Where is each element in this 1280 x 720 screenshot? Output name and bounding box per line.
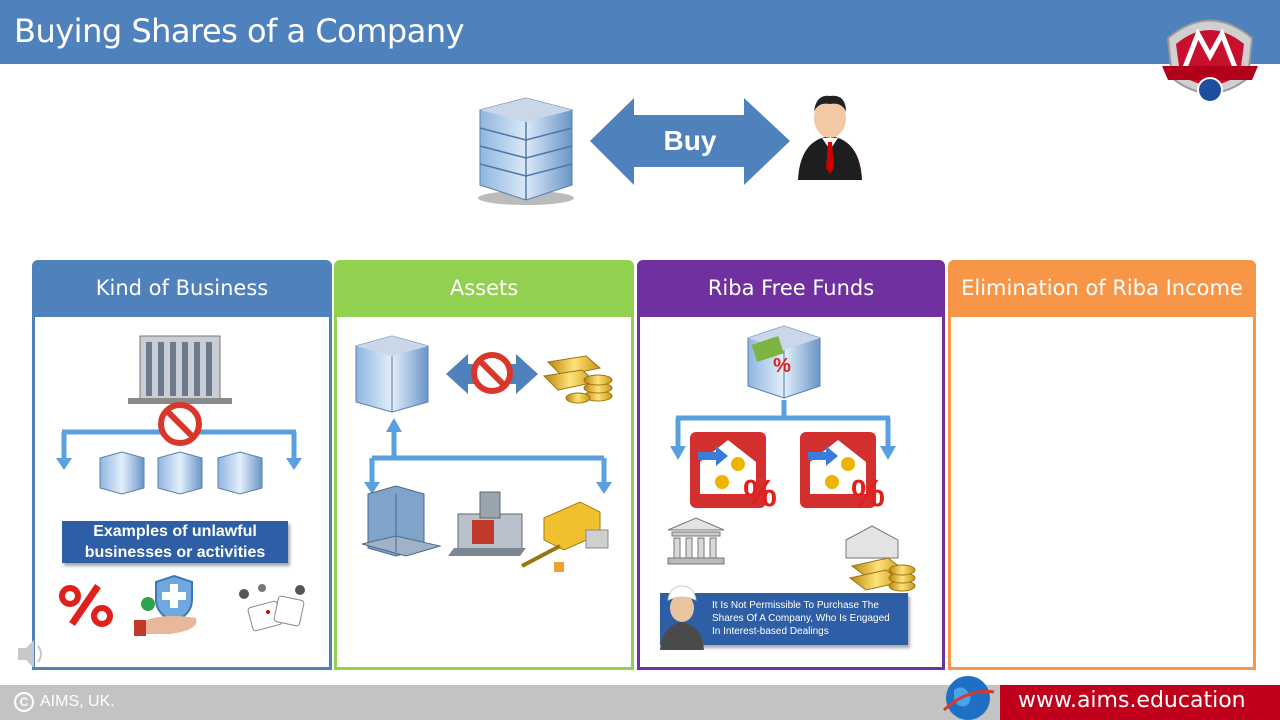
- office-tower-icon: [128, 335, 232, 404]
- copyright-icon: C: [14, 692, 34, 712]
- gold-coins-icon: [542, 355, 613, 404]
- buy-label: Buy: [664, 125, 717, 156]
- speaker-icon[interactable]: [18, 640, 42, 668]
- copyright-text: AIMS, UK.: [40, 693, 115, 710]
- panel-title: Assets: [449, 276, 519, 300]
- branch-arrows: [675, 400, 891, 448]
- office-tower-icon: [361, 485, 442, 557]
- panel-header: Elimination of Riba Income: [948, 260, 1256, 316]
- panel-elimination-of-riba-income: Elimination of Riba Income: [948, 260, 1256, 670]
- permissibility-note: It Is Not Permissible To Purchase The Sh…: [660, 593, 908, 645]
- panel-title: Riba Free Funds: [707, 276, 875, 300]
- website-link[interactable]: www.aims.education: [1018, 688, 1246, 713]
- note-text: It Is Not Permissible To Purchase The Sh…: [712, 600, 890, 637]
- businessman-icon: [798, 95, 862, 180]
- aims-logo: [1162, 19, 1258, 103]
- office-building-icon: [478, 97, 574, 205]
- buy-arrow: Buy: [590, 98, 790, 185]
- svg-text:%: %: [743, 473, 777, 515]
- banner-text: Examples of unlawful businesses or activ…: [84, 523, 266, 561]
- copyright: C AIMS, UK.: [14, 692, 115, 712]
- insurance-shield-icon: [134, 574, 197, 636]
- globe-icon: [942, 676, 995, 720]
- branch-arrows: [369, 430, 607, 484]
- bank-gold-icon: [845, 525, 916, 592]
- office-building-icon: %: [747, 325, 821, 399]
- warehouse-icon: [521, 501, 609, 572]
- panel-title: Kind of Business: [95, 276, 269, 300]
- scholar-icon: [660, 585, 704, 650]
- percent-icon: [59, 584, 113, 627]
- prohibited-sign-icon: [158, 402, 202, 446]
- title-bar: Buying Shares of a Company: [0, 0, 1280, 64]
- office-building-icon: [355, 335, 429, 413]
- panel-illustrations: % % %: [18, 325, 916, 668]
- small-building-icon: [99, 451, 263, 495]
- unlawful-examples-banner: Examples of unlawful businesses or activ…: [62, 521, 288, 563]
- gambling-dice-icon: [239, 584, 305, 632]
- bank-icon: [667, 517, 725, 565]
- svg-text:%: %: [851, 473, 885, 515]
- panel-header: Assets: [334, 260, 634, 316]
- interest-house-icon: %: [690, 432, 777, 515]
- panel-header: Riba Free Funds: [637, 260, 945, 316]
- page-title: Buying Shares of a Company: [14, 12, 465, 50]
- panel-body: [948, 314, 1256, 670]
- interest-house-icon: %: [800, 432, 885, 515]
- footer-website-band: [1000, 685, 1280, 720]
- panel-title: Elimination of Riba Income: [961, 276, 1243, 300]
- hero-diagram: Buy: [478, 95, 862, 205]
- factory-icon: [448, 491, 526, 556]
- panel-header: Kind of Business: [32, 260, 332, 316]
- prohibited-sign-icon: [471, 352, 513, 394]
- svg-text:%: %: [773, 355, 791, 377]
